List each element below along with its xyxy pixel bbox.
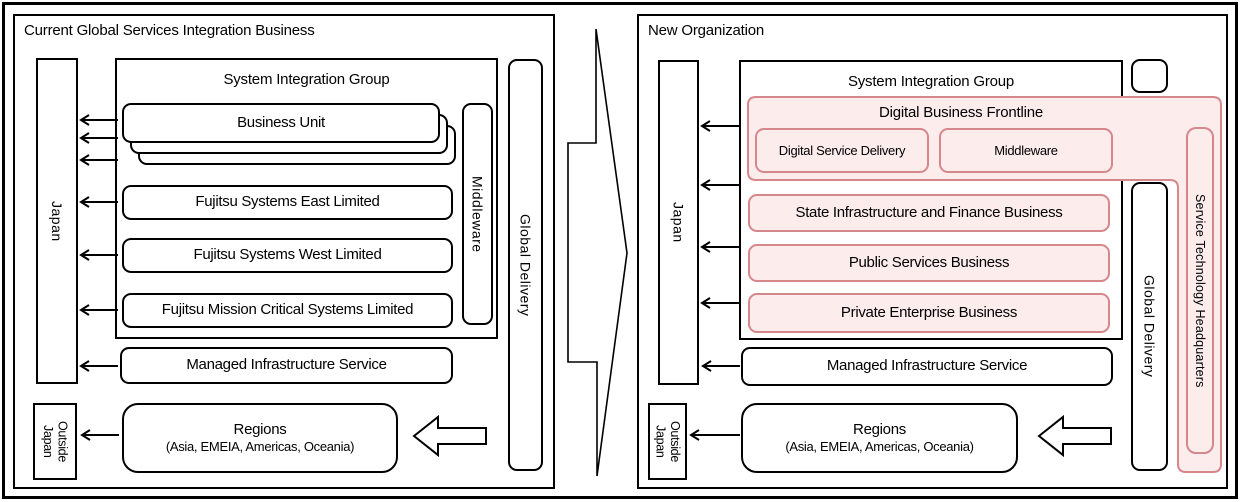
connector-arrow-icon — [701, 360, 740, 372]
outside-japan-line1: Outside — [667, 421, 682, 462]
left-panel — [13, 14, 555, 489]
connector-arrow-icon — [79, 114, 118, 126]
managed-infrastructure-box: Managed Infrastructure Service — [120, 347, 453, 384]
middleware-bar: Middleware — [462, 103, 493, 325]
connector-arrow-icon — [79, 304, 118, 316]
connector-arrow-icon — [79, 196, 118, 208]
outside-japan-bar: Outside Japan — [33, 403, 77, 480]
outside-japan-line2: Japan — [653, 425, 668, 458]
middleware-box: Middleware — [939, 128, 1113, 173]
connector-arrow-icon — [79, 360, 118, 372]
service-technology-headquarters-bar: Service Technology Headquarters — [1186, 127, 1214, 454]
outside-japan-line1: Outside — [55, 421, 70, 462]
right-panel — [637, 14, 1228, 489]
global-delivery-label: Global Delivery — [1141, 275, 1158, 378]
connector-arrow-icon — [79, 249, 118, 261]
regions-title: Regions — [853, 421, 906, 439]
business-box-state-infrastructure: State Infrastructure and Finance Busines… — [748, 194, 1110, 232]
business-unit-box: Business Unit — [122, 103, 440, 143]
connector-arrow-icon — [700, 297, 739, 309]
digital-service-delivery-box: Digital Service Delivery — [755, 128, 929, 173]
global-delivery-bar: Global Delivery — [508, 59, 543, 471]
connector-arrow-icon — [79, 132, 118, 144]
japan-label: Japan — [49, 200, 65, 242]
block-arrow-icon — [1037, 414, 1112, 458]
subsidiary-box-west: Fujitsu Systems West Limited — [122, 238, 453, 273]
connector-arrow-icon — [700, 120, 739, 132]
regions-subtitle: (Asia, EMEIA, Americas, Oceania) — [165, 438, 355, 454]
connector-arrow-icon — [80, 429, 119, 441]
japan-bar: Japan — [658, 60, 699, 385]
connector-arrow-icon — [689, 429, 740, 441]
right-panel-title: New Organization — [648, 22, 765, 39]
outside-japan-line2: Japan — [41, 425, 55, 458]
connector-arrow-icon — [700, 241, 739, 253]
transition-arrow-icon — [567, 28, 628, 477]
outside-japan-bar: Outside Japan — [648, 403, 687, 480]
business-box-private-enterprise: Private Enterprise Business — [748, 293, 1110, 333]
japan-bar: Japan — [36, 58, 78, 384]
sig-title: System Integration Group — [847, 73, 1015, 90]
subsidiary-box-east: Fujitsu Systems East Limited — [122, 185, 453, 220]
sig-title: System Integration Group — [223, 71, 390, 88]
service-technology-headquarters-label: Service Technology Headquarters — [1193, 193, 1207, 388]
global-delivery-label: Global Delivery — [517, 213, 534, 317]
business-box-public-services: Public Services Business — [748, 244, 1110, 282]
regions-box: Regions (Asia, EMEIA, Americas, Oceania) — [122, 403, 398, 473]
connector-arrow-icon — [700, 179, 739, 191]
managed-infrastructure-box: Managed Infrastructure Service — [741, 347, 1113, 386]
regions-title: Regions — [233, 421, 287, 439]
regions-subtitle: (Asia, EMEIA, Americas, Oceania) — [785, 438, 974, 454]
block-arrow-icon — [412, 414, 487, 458]
dbf-title: Digital Business Frontline — [878, 103, 1044, 121]
global-delivery-bar: Global Delivery — [1131, 182, 1168, 471]
left-panel-title: Current Global Services Integration Busi… — [24, 22, 315, 39]
middleware-label: Middleware — [469, 175, 486, 253]
japan-label: Japan — [670, 202, 687, 243]
regions-box: Regions (Asia, EMEIA, Americas, Oceania) — [741, 403, 1018, 473]
subsidiary-box-mission-critical: Fujitsu Mission Critical Systems Limited — [122, 293, 453, 328]
global-delivery-upper-segment — [1131, 59, 1168, 93]
connector-arrow-icon — [79, 154, 118, 166]
